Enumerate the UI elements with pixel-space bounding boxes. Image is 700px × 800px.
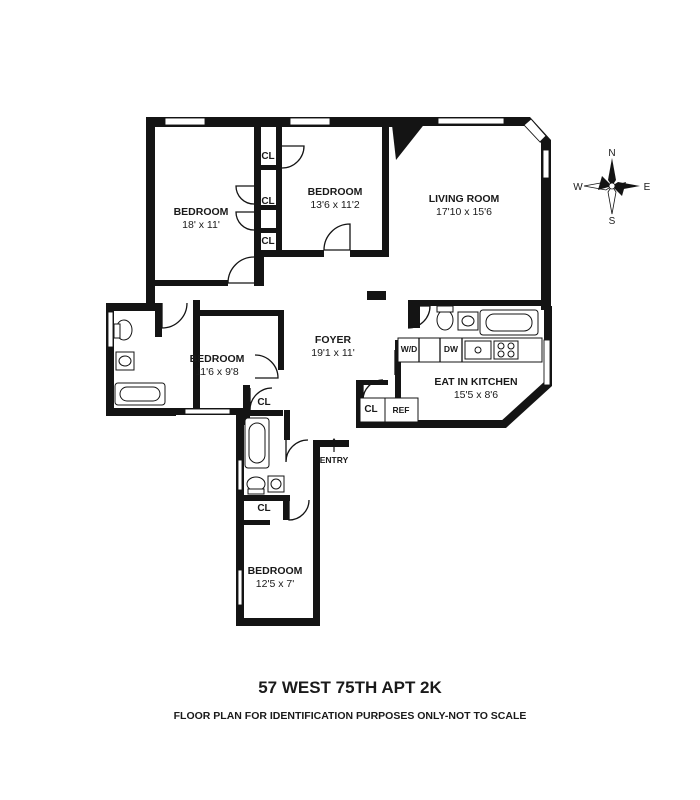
room-name-bedroom: BEDROOM: [308, 186, 363, 198]
disclaimer-text: FLOOR PLAN FOR IDENTIFICATION PURPOSES O…: [173, 710, 527, 722]
room-dims: 12'5 x 7': [256, 578, 294, 590]
room-dims: 13'6 x 11'2: [310, 199, 360, 211]
room-name-living-room: LIVING ROOM: [429, 193, 500, 205]
door: [254, 354, 279, 379]
room-dims: 18' x 11': [182, 219, 220, 231]
closet-label: CL: [261, 196, 274, 207]
room-name-bedroom: BEDROOM: [248, 565, 303, 577]
doors: [161, 145, 431, 521]
window: [542, 149, 550, 179]
windows: [107, 117, 551, 606]
room-name-bedroom: BEDROOM: [190, 353, 245, 365]
room-name-kitchen: EAT IN KITCHEN: [434, 376, 517, 388]
listing-title: 57 WEST 75TH APT 2K: [258, 678, 442, 697]
window: [184, 408, 231, 415]
dishwasher-label: DW: [444, 344, 459, 354]
compass-west: W: [573, 182, 583, 193]
door: [323, 223, 351, 251]
window: [237, 569, 243, 606]
closet-label: CL: [257, 503, 270, 514]
door: [235, 211, 255, 231]
door: [227, 256, 255, 284]
room-labels: BEDROOM 18' x 11' BEDROOM 13'6 x 11'2 LI…: [174, 186, 518, 590]
compass-icon: N S E W: [573, 148, 650, 227]
entry-label: ENTRY: [320, 455, 349, 465]
room-dims: 15'5 x 8'6: [454, 389, 498, 401]
door: [285, 439, 309, 463]
room-name-foyer: FOYER: [315, 334, 352, 346]
living-room-corner-wall: [392, 117, 430, 160]
window: [164, 117, 206, 126]
window: [107, 311, 114, 348]
refrigerator: [384, 397, 419, 423]
window: [437, 117, 505, 125]
fixture-labels: CL CL CL CL CL CL W/D DW REF ENTRY: [257, 151, 459, 514]
door: [249, 387, 273, 411]
kitchen-closet: [359, 397, 386, 423]
door: [288, 499, 310, 521]
fixtures: [113, 305, 543, 495]
compass-east: E: [644, 182, 651, 193]
washer-dryer-label: W/D: [401, 344, 418, 354]
toilet: [436, 309, 454, 331]
room-dims: 17'10 x 15'6: [436, 206, 492, 218]
closet-label: CL: [261, 236, 274, 247]
window: [543, 339, 551, 386]
compass-south: S: [609, 216, 616, 227]
window: [289, 117, 331, 126]
window: [523, 118, 547, 143]
closet-label: CL: [257, 397, 270, 408]
room-dims: 19'1 x 11': [311, 347, 355, 359]
stove: [493, 340, 519, 360]
door: [281, 145, 305, 169]
door: [235, 185, 255, 205]
compass-north: N: [608, 148, 615, 159]
door: [161, 302, 188, 329]
closet-label: CL: [364, 404, 377, 415]
refrigerator-label: REF: [393, 405, 410, 415]
door: [407, 305, 431, 329]
window: [237, 459, 243, 491]
entry-arrow-icon: [330, 438, 338, 452]
closet-label: CL: [261, 151, 274, 162]
room-dims: 11'6 x 9'8: [195, 366, 239, 378]
room-name-bedroom: BEDROOM: [174, 206, 229, 218]
